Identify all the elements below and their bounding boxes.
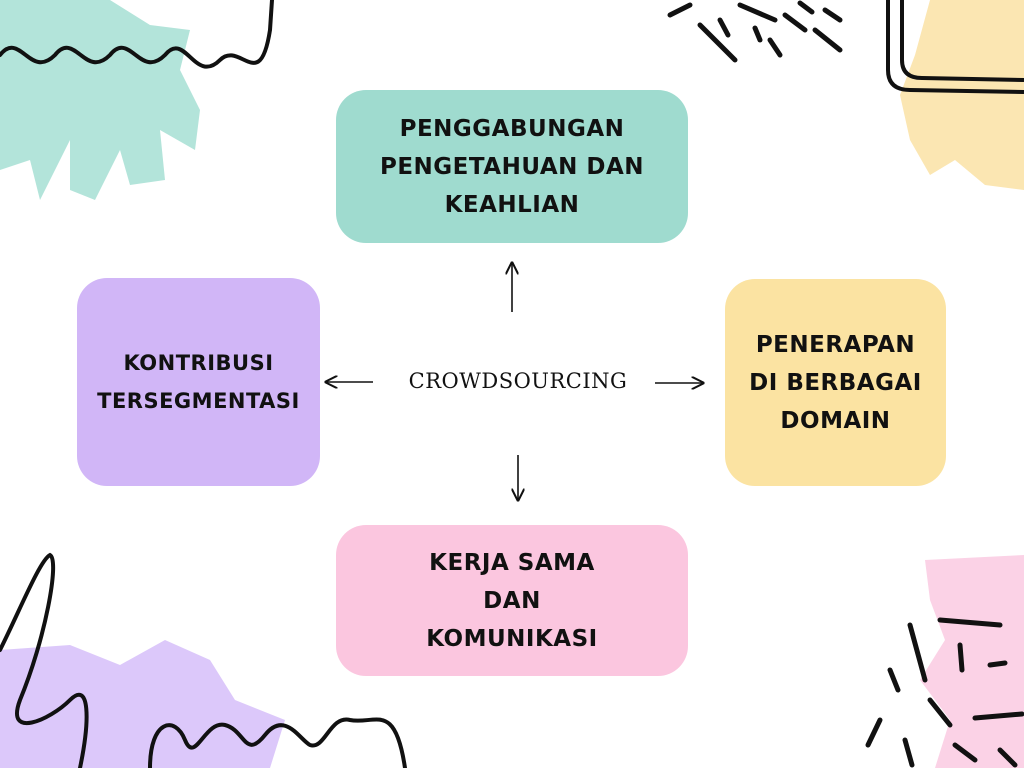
loop-line [0, 552, 89, 768]
purple-blob-shape [0, 640, 285, 768]
node-top-box: PENGGABUNGAN PENGETAHUAN DAN KEAHLIAN [336, 90, 688, 243]
center-label: CROWDSOURCING [408, 369, 628, 393]
node-bottom-label: KERJA SAMA DAN KOMUNIKASI [426, 549, 598, 652]
mint-starburst-shape [0, 0, 200, 200]
yellow-blob-shape [900, 0, 1024, 190]
squiggle-line-bottom [148, 717, 407, 768]
rounded-outline-line-2 [900, 0, 1024, 82]
node-top-label: PENGGABUNGAN PENGETAHUAN DAN KEAHLIAN [379, 115, 645, 218]
dash-marks-top [667, 0, 843, 63]
node-right-label: PENERAPAN DI BERBAGAI DOMAIN [749, 331, 922, 434]
node-bottom-box: KERJA SAMA DAN KOMUNIKASI [336, 525, 688, 676]
squiggle-line [0, 0, 274, 69]
node-left-box: KONTRIBUSI TERSEGMENTASI [77, 278, 320, 486]
rounded-outline-line [886, 0, 1024, 94]
dash-marks-bottom [865, 617, 1024, 768]
node-left-label: KONTRIBUSI TERSEGMENTASI [97, 351, 300, 413]
node-right-box: PENERAPAN DI BERBAGAI DOMAIN [725, 279, 946, 486]
